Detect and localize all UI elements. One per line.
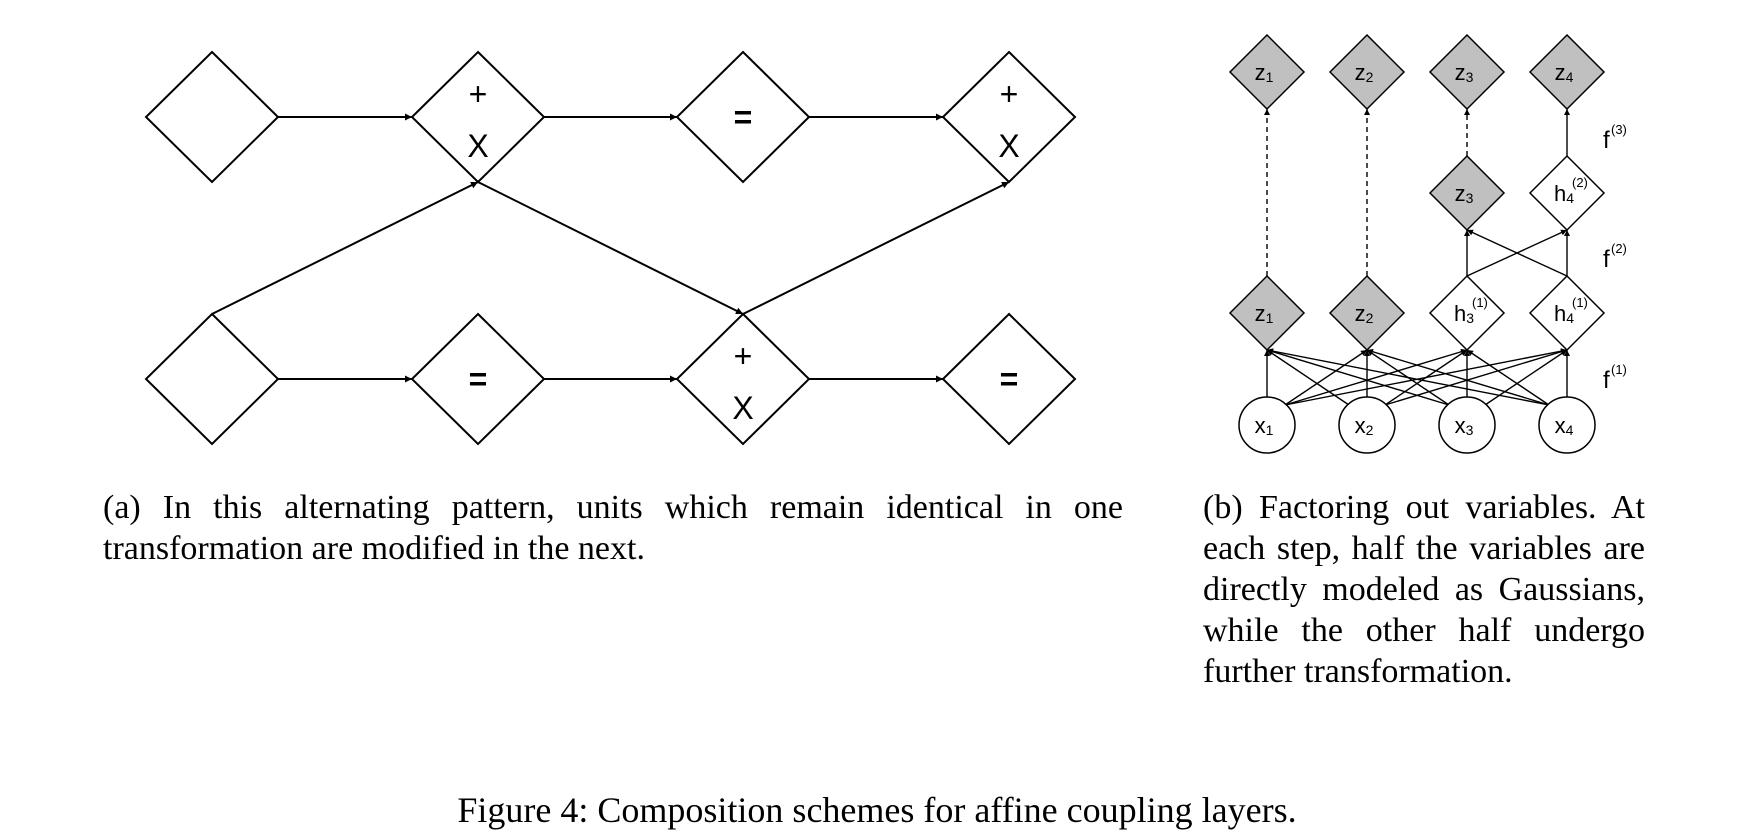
output-node-label: z1: [1255, 60, 1274, 85]
function-label: f: [1603, 246, 1610, 273]
panel-b-caption: (b) Factoring out variables. At each ste…: [1203, 489, 1645, 690]
identity-op-label: =: [734, 99, 753, 135]
hidden-node: [1528, 154, 1606, 232]
hidden-node: [1528, 274, 1606, 352]
cross-arrow: [477, 181, 744, 315]
input-node: [1338, 396, 1396, 454]
input-node-label: x4: [1555, 413, 1574, 438]
level1-node-label: h3: [1454, 301, 1474, 326]
multiply-op-label: X: [732, 390, 753, 426]
coupling-unit-bottom-4: [941, 312, 1077, 446]
superscript-label: (1): [1572, 295, 1588, 310]
cross-arrow: [211, 181, 479, 315]
coupling-unit-bottom-1: [144, 312, 280, 446]
superscript-label: (2): [1572, 175, 1588, 190]
input-node: [1238, 396, 1296, 454]
add-op-label: +: [734, 338, 753, 374]
input-node-label: x2: [1355, 413, 1374, 438]
output-node: [1428, 33, 1506, 111]
factored-node: [1428, 154, 1506, 232]
function-superscript: (3): [1611, 122, 1627, 137]
output-node-label: z3: [1455, 60, 1474, 85]
multiply-op-label: X: [998, 128, 1019, 164]
output-node-label: z2: [1355, 60, 1374, 85]
level2-node-label: z3: [1455, 181, 1474, 206]
coupling-edge: [1284, 349, 1368, 406]
function-label: f: [1603, 127, 1610, 154]
coupling-edge: [1266, 349, 1350, 406]
output-node: [1328, 33, 1406, 111]
factored-node: [1228, 274, 1306, 352]
level1-node-label: z1: [1255, 301, 1274, 326]
input-node-label: x1: [1255, 413, 1274, 438]
output-node: [1228, 33, 1306, 111]
superscript-label: (1): [1472, 295, 1488, 310]
panel-a-diagram: + X = + X = + X =: [144, 50, 1077, 446]
level1-node-label: z2: [1355, 301, 1374, 326]
coupling-edge: [1266, 348, 1550, 406]
factored-node: [1328, 274, 1406, 352]
coupling-edge: [1466, 229, 1568, 277]
identity-op-label: =: [469, 361, 488, 397]
function-superscript: (2): [1611, 241, 1627, 256]
input-node: [1438, 396, 1496, 454]
figure-caption: Figure 4: Composition schemes for affine…: [457, 790, 1297, 830]
level1-node-label: h4: [1554, 301, 1574, 326]
function-superscript: (1): [1611, 362, 1627, 377]
panel-a-caption: (a) In this alternating pattern, units w…: [103, 489, 1123, 567]
coupling-edge: [1384, 349, 1468, 406]
coupling-edge: [1384, 348, 1568, 406]
coupling-unit-top-1: [144, 50, 280, 184]
coupling-unit-bottom-3: [675, 312, 811, 446]
hidden-node: [1428, 274, 1506, 352]
multiply-op-label: X: [467, 128, 488, 164]
function-label: f: [1603, 367, 1610, 394]
add-op-label: +: [469, 76, 488, 112]
coupling-unit-top-3: [675, 50, 811, 184]
add-op-label: +: [1000, 76, 1019, 112]
coupling-unit-bottom-2: [410, 312, 546, 446]
coupling-edge: [1266, 348, 1450, 406]
coupling-edge: [1366, 348, 1550, 406]
output-node-label: z4: [1555, 60, 1574, 85]
identity-op-label: =: [1000, 361, 1019, 397]
coupling-edge: [1284, 348, 1468, 406]
coupling-edge: [1466, 349, 1550, 406]
level2-node-label: h4: [1554, 181, 1574, 206]
input-node: [1538, 396, 1596, 454]
output-node: [1528, 33, 1606, 111]
input-node-label: x3: [1455, 413, 1474, 438]
cross-arrow: [742, 181, 1010, 315]
